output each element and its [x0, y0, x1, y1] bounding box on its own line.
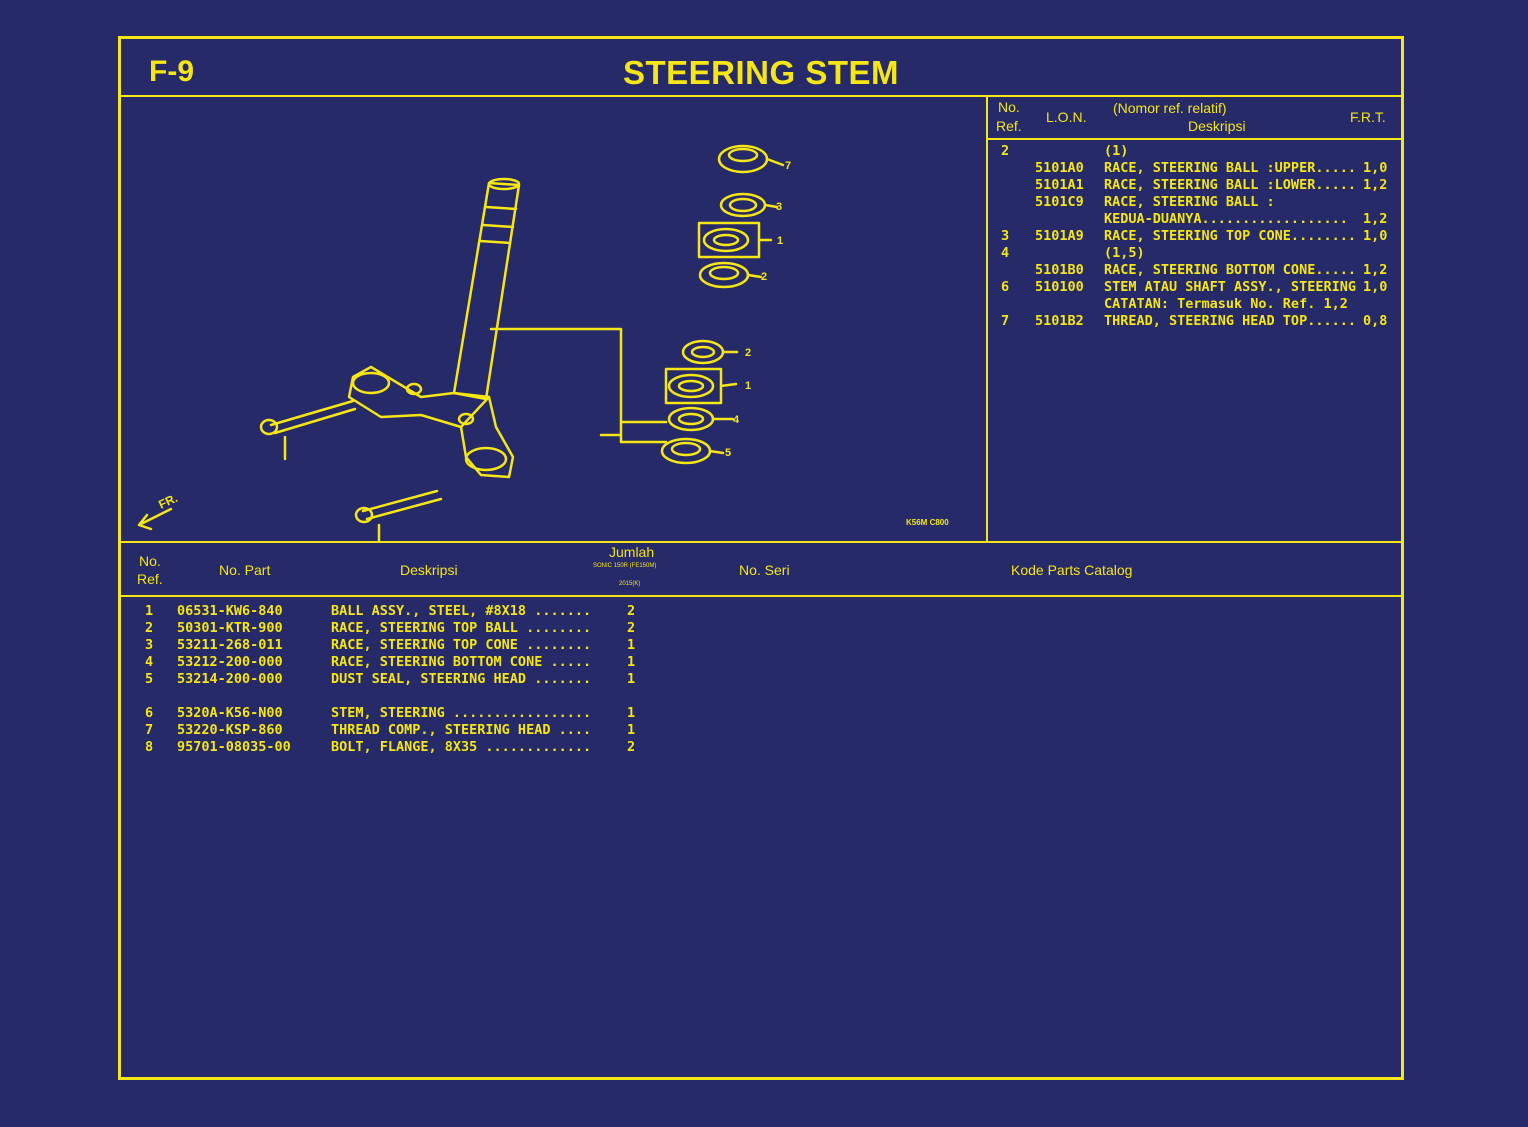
part-cell-qty: 1: [627, 671, 636, 687]
part-cell-ref: 4: [145, 654, 154, 670]
part-cell-qty: 1: [627, 654, 636, 670]
ref-header-divider: [988, 138, 1401, 140]
ref-cell-lon: 5101B2: [1035, 313, 1084, 329]
part-cell-desc: BOLT, FLANGE, 8X35 .............: [331, 739, 592, 755]
part-cell-desc: THREAD COMP., STEERING HEAD ....: [331, 722, 592, 738]
callout-7: 7: [785, 160, 791, 172]
page-title: STEERING STEM: [622, 54, 900, 91]
part-cell-number: 53211-268-011: [177, 637, 283, 653]
steering-stem-icon: [347, 177, 521, 479]
part-cell-desc: RACE, STEERING BOTTOM CONE .....: [331, 654, 592, 670]
part-cell-desc: RACE, STEERING TOP BALL ........: [331, 620, 592, 636]
parts-header-ref: Ref.: [137, 571, 163, 587]
parts-catalog-page: F-9 STEERING STEM No. Ref. L.O.N. (Nomor…: [118, 36, 1404, 1080]
ref-cell-desc: RACE, STEERING BALL :LOWER.....: [1104, 177, 1356, 193]
ref-header-lon: L.O.N.: [1046, 109, 1087, 125]
diagram-divider: [986, 96, 988, 541]
ref-cell-no: 3: [1001, 228, 1010, 244]
parts-header-desc: Deskripsi: [400, 562, 458, 578]
ref-header-desc: Deskripsi: [1188, 118, 1246, 134]
part-cell-number: 53212-200-000: [177, 654, 283, 670]
part-cell-ref: 1: [145, 603, 154, 619]
part-cell-ref: 6: [145, 705, 154, 721]
part-cell-number: 53220-KSP-860: [177, 722, 283, 738]
ref-cell-desc: STEM ATAU SHAFT ASSY., STEERING: [1104, 279, 1356, 295]
parts-header-catalog: Kode Parts Catalog: [1011, 562, 1133, 578]
ref-cell-lon: 5101B0: [1035, 262, 1084, 278]
part-cell-number: 5320A-K56-N00: [177, 705, 283, 721]
ref-cell-lon: 5101A1: [1035, 177, 1084, 193]
part-cell-ref: 7: [145, 722, 154, 738]
callout-2b: 2: [745, 347, 751, 359]
callout-3: 3: [776, 201, 782, 213]
callout-1b: 1: [745, 380, 751, 392]
parts-header-bottom-divider: [121, 595, 1401, 597]
part-cell-ref: 5: [145, 671, 154, 687]
ref-cell-frt: 1,2: [1363, 177, 1388, 193]
parts-header-qty-year: 2015(K): [619, 581, 641, 587]
ref-cell-frt: 1,2: [1363, 211, 1388, 227]
part-cell-number: 06531-KW6-840: [177, 603, 283, 619]
header-divider: [121, 95, 1401, 97]
part-cell-ref: 2: [145, 620, 154, 636]
parts-header-no: No.: [139, 553, 161, 569]
ref-cell-lon: 5101A0: [1035, 160, 1084, 176]
ref-cell-frt: 1,0: [1363, 160, 1388, 176]
part-cell-qty: 1: [627, 705, 636, 721]
ref-cell-no: 4: [1001, 245, 1010, 261]
ref-cell-desc: (1): [1104, 143, 1129, 159]
parts-header-qty: Jumlah: [609, 544, 655, 560]
part-cell-qty: 1: [627, 722, 636, 738]
parts-header-serial: No. Seri: [739, 562, 790, 578]
ref-cell-desc: CATATAN: Termasuk No. Ref. 1,2: [1104, 296, 1348, 312]
ref-cell-desc: (1,5): [1104, 245, 1145, 261]
part-cell-qty: 2: [627, 620, 636, 636]
part-cell-desc: DUST SEAL, STEERING HEAD .......: [331, 671, 592, 687]
ref-header-no: No.: [998, 99, 1020, 115]
bolt-icon: [259, 399, 443, 541]
bearing-ring-icon: [660, 144, 769, 465]
part-cell-qty: 1: [627, 637, 636, 653]
part-cell-number: 95701-08035-00: [177, 739, 291, 755]
fr-label: FR.: [156, 491, 179, 512]
part-cell-desc: RACE, STEERING TOP CONE ........: [331, 637, 592, 653]
parts-header-qty-model: SONIC 150R (FE150M): [593, 563, 657, 569]
ref-cell-desc: RACE, STEERING TOP CONE........: [1104, 228, 1356, 244]
ref-cell-frt: 1,0: [1363, 279, 1388, 295]
diagram-image-code: K56M C800: [906, 518, 949, 527]
ref-cell-desc: RACE, STEERING BALL :UPPER.....: [1104, 160, 1356, 176]
ref-cell-desc: THREAD, STEERING HEAD TOP......: [1104, 313, 1356, 329]
part-cell-ref: 3: [145, 637, 154, 653]
ref-cell-frt: 1,0: [1363, 228, 1388, 244]
ref-cell-frt: 0,8: [1363, 313, 1388, 329]
ref-cell-no: 6: [1001, 279, 1010, 295]
part-cell-number: 53214-200-000: [177, 671, 283, 687]
parts-header-top-divider: [121, 541, 1401, 543]
callout-1: 1: [777, 235, 783, 247]
part-cell-qty: 2: [627, 603, 636, 619]
exploded-diagram: 7 3 1 2 2 1 4 5 FR. K56M C800: [137, 144, 949, 541]
ref-cell-desc: RACE, STEERING BALL :: [1104, 194, 1275, 210]
ref-header-relative: (Nomor ref. relatif): [1113, 100, 1227, 116]
parts-header-part: No. Part: [219, 562, 271, 578]
part-cell-number: 50301-KTR-900: [177, 620, 283, 636]
callout-4: 4: [733, 414, 740, 426]
ref-header-frt: F.R.T.: [1350, 109, 1386, 125]
ref-cell-no: 2: [1001, 143, 1010, 159]
ref-header-ref: Ref.: [996, 118, 1022, 134]
part-cell-ref: 8: [145, 739, 154, 755]
part-cell-qty: 2: [627, 739, 636, 755]
ref-cell-desc: RACE, STEERING BOTTOM CONE.....: [1104, 262, 1356, 278]
callout-2: 2: [761, 271, 767, 283]
callout-5: 5: [725, 447, 731, 459]
page-code: F-9: [149, 55, 194, 88]
ref-cell-lon: 5101A9: [1035, 228, 1084, 244]
ref-cell-lon: 510100: [1035, 279, 1084, 295]
ref-cell-no: 7: [1001, 313, 1010, 329]
part-cell-desc: BALL ASSY., STEEL, #8X18 .......: [331, 603, 592, 619]
ref-cell-desc: KEDUA-DUANYA..................: [1104, 211, 1348, 227]
part-cell-desc: STEM, STEERING .................: [331, 705, 592, 721]
ref-cell-lon: 5101C9: [1035, 194, 1084, 210]
ref-cell-frt: 1,2: [1363, 262, 1388, 278]
